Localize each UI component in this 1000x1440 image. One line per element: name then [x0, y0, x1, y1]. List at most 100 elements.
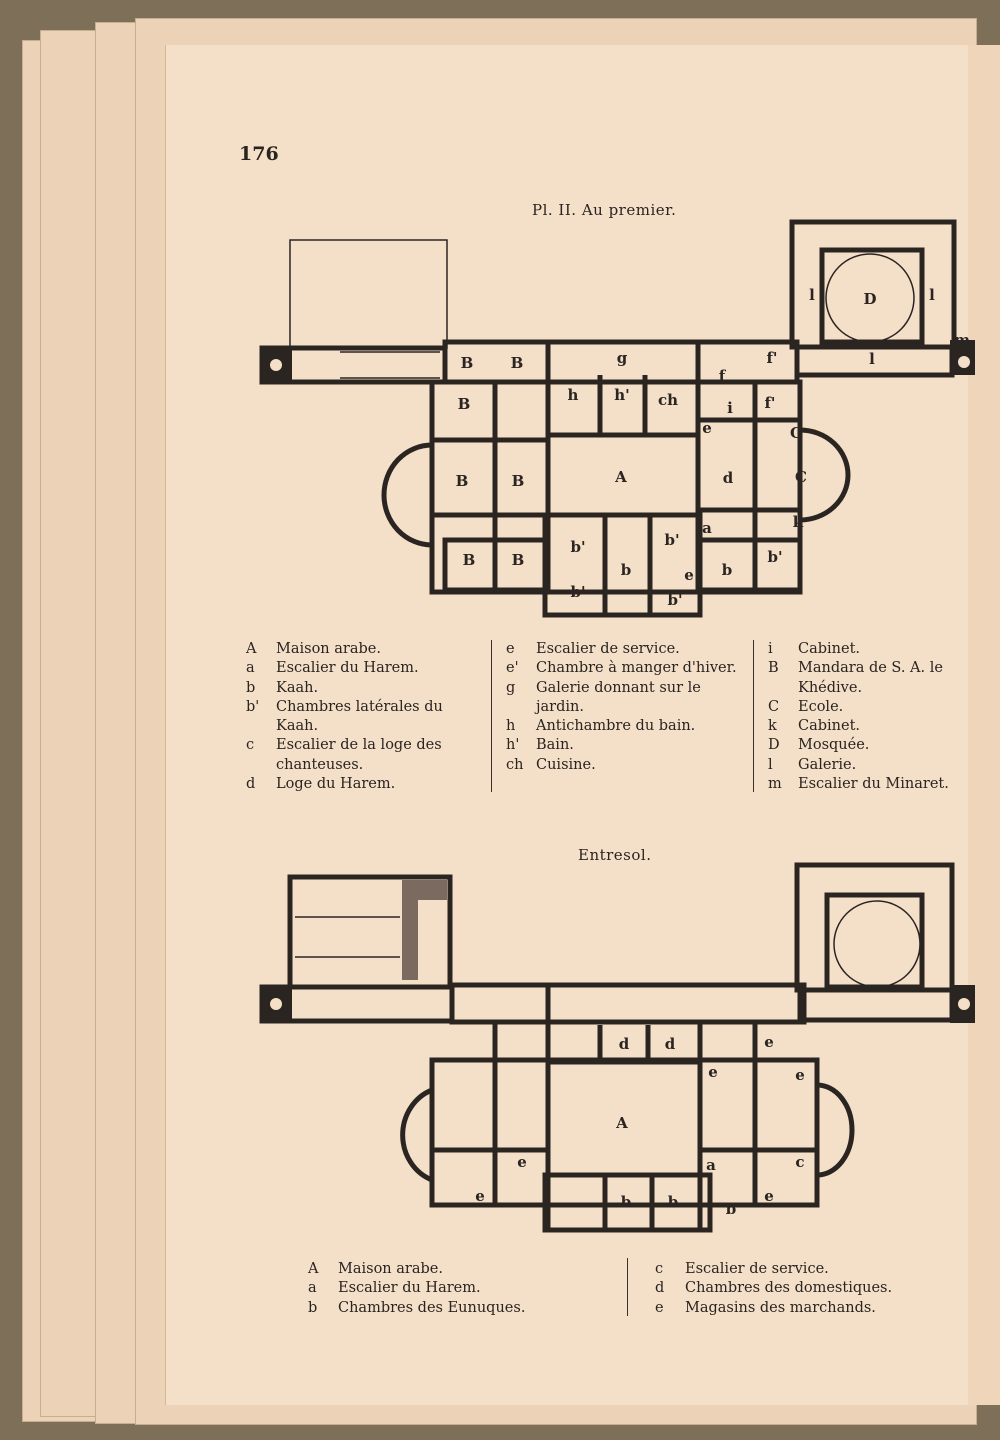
legend-key: D — [768, 737, 780, 754]
legend-key: d — [655, 1280, 665, 1297]
legend-key: e — [506, 641, 515, 657]
room-label: ch — [658, 391, 678, 409]
legend-entry: C Ecole. — [768, 698, 973, 717]
legend-text: Bain. — [536, 737, 574, 754]
legend-text: Galerie. — [798, 756, 857, 773]
room-label: h' — [614, 386, 630, 404]
legend-text: Chambres des domestiques. — [685, 1280, 893, 1297]
room-label: b' — [667, 591, 682, 609]
legend-key: e' — [506, 660, 519, 677]
legend-text: Maison arabe. — [276, 641, 381, 657]
legend-entry: c Escalier de service. — [655, 1260, 955, 1279]
room-label: b' — [664, 531, 679, 549]
legend-text: Cabinet. — [798, 718, 861, 735]
legend-entry: d Chambres des domestiques. — [655, 1279, 955, 1298]
room-label: a — [702, 519, 712, 537]
room-label: e — [684, 566, 694, 584]
legend-entry: h' Bain. — [506, 736, 744, 755]
legend-key: d — [246, 776, 256, 793]
room-label: B — [461, 354, 474, 372]
room-label: d — [619, 1035, 630, 1053]
plan1-room-labels: B B g f f' B h h' ch f' C B B A d C k b'… — [456, 286, 970, 609]
legend-text: Cuisine. — [536, 756, 596, 773]
legend-text: Escalier de la loge des chanteuses. — [276, 737, 442, 773]
page-gutter — [968, 45, 1000, 1405]
room-label: c — [795, 1153, 804, 1171]
legend-key: B — [768, 660, 779, 677]
room-label: g — [617, 349, 628, 367]
room-label: b — [668, 1193, 679, 1211]
room-label: b' — [767, 548, 782, 566]
legend-key: C — [768, 698, 780, 715]
room-label: e — [795, 1066, 805, 1084]
legend-key: e — [655, 1299, 664, 1316]
legend-entry: e'Chambre à manger d'hiver. — [506, 659, 744, 678]
legend-text: Galerie donnant sur le jardin. — [536, 679, 701, 715]
legend-key: ch — [506, 756, 524, 773]
book-page — [165, 45, 976, 1405]
legend-entry: c Escalier de la loge des chanteuses. — [246, 736, 481, 775]
room-label: C — [795, 468, 807, 486]
room-label: l — [929, 286, 935, 304]
room-label: b' — [570, 583, 585, 601]
room-label: b — [621, 1193, 632, 1211]
legend-key: g — [506, 679, 516, 696]
legend-key: a — [308, 1280, 317, 1297]
legend-key: c — [655, 1261, 664, 1277]
plan2-title: Entresol. — [578, 846, 652, 864]
room-label: e — [475, 1187, 485, 1205]
legend-key: h' — [506, 737, 520, 754]
legend-entry: g Galerie donnant sur le jardin. — [506, 679, 744, 718]
room-label: d — [723, 469, 734, 487]
room-label: B — [512, 472, 525, 490]
legend-divider — [627, 1258, 628, 1316]
legend-key: a — [246, 660, 255, 677]
legend-key: c — [246, 737, 255, 754]
legend-entry: ch Cuisine. — [506, 756, 744, 775]
plan2-room-labels: d d e e e A e a c e b b b e — [475, 1033, 805, 1218]
plan1-title: Pl. II. Au premier. — [532, 201, 677, 219]
room-label: B — [458, 395, 471, 413]
legend-entry: k Cabinet. — [768, 717, 973, 736]
room-label: B — [463, 551, 476, 569]
legend-text: Escalier de service. — [685, 1261, 829, 1277]
room-label: f' — [766, 349, 777, 367]
legend-entry: b'Chambres latérales du Kaah. — [246, 698, 481, 737]
room-label: e — [708, 1063, 718, 1081]
legend-key: A — [308, 1261, 319, 1277]
legend-text: Antichambre du bain. — [536, 718, 696, 735]
legend-divider — [753, 640, 754, 792]
room-label: A — [615, 1114, 628, 1132]
legend-text: Mosquée. — [798, 737, 870, 754]
page-number: 176 — [239, 143, 279, 165]
legend-key: b — [308, 1299, 318, 1316]
room-label: h — [568, 386, 579, 404]
legend-text: Kaah. — [276, 679, 319, 696]
legend-text: Ecole. — [798, 698, 844, 715]
room-label: m — [954, 331, 970, 349]
legend-key: k — [768, 718, 777, 735]
legend-text: Maison arabe. — [338, 1261, 443, 1277]
plan1-drawing — [259, 219, 975, 618]
room-label: B — [456, 472, 469, 490]
room-label: i — [727, 399, 733, 417]
room-label: C — [790, 424, 802, 442]
room-label: f' — [764, 394, 775, 412]
room-label: e — [764, 1187, 774, 1205]
room-label: k — [793, 513, 804, 531]
room-label: l — [869, 350, 875, 368]
room-label: A — [614, 468, 627, 486]
